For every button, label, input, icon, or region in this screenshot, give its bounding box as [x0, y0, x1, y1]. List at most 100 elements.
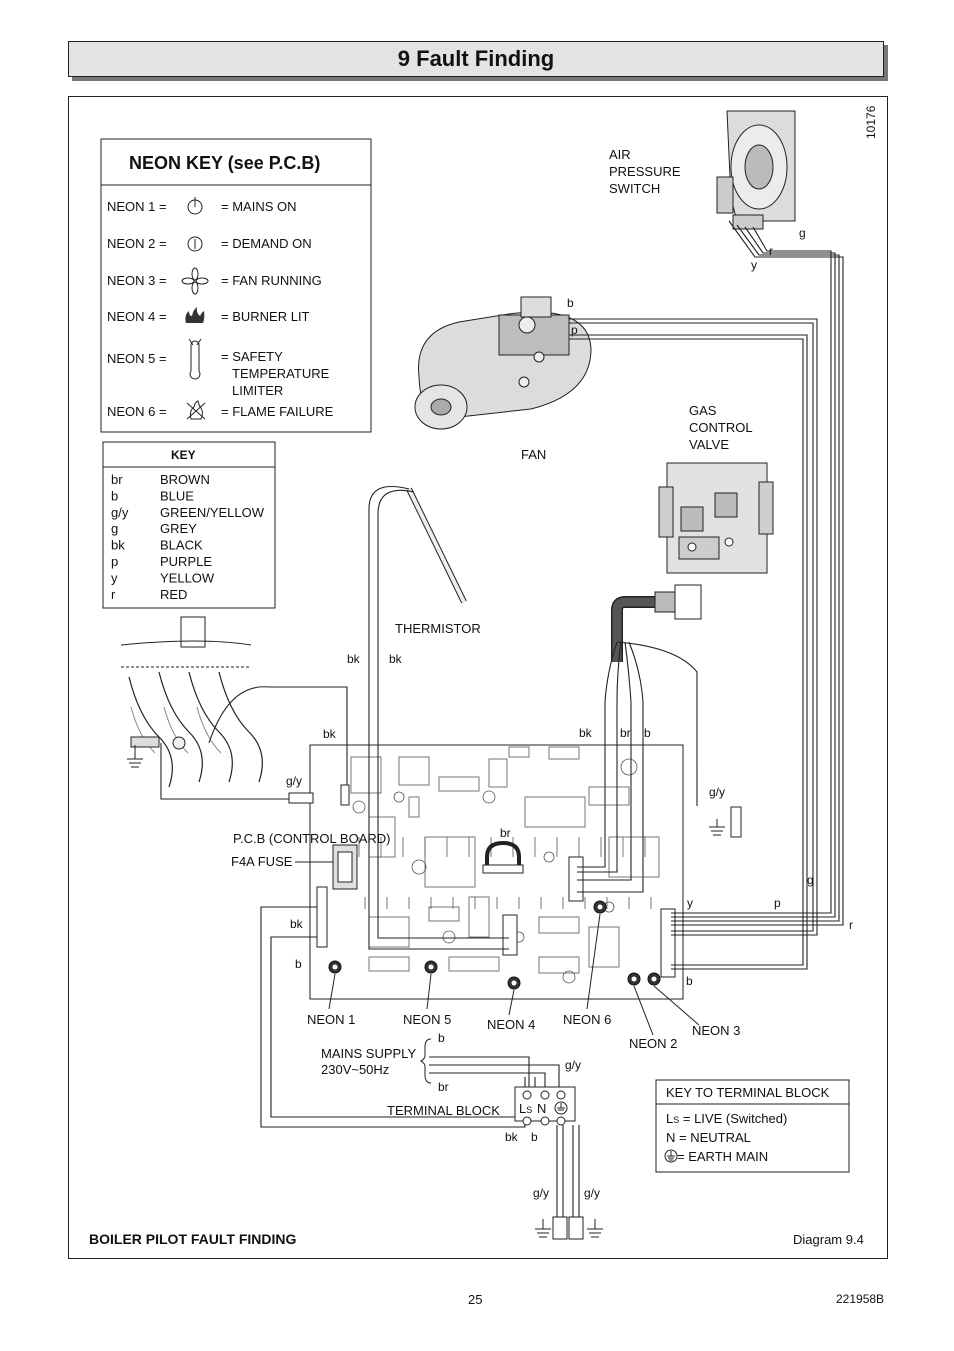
- tb-ls-sub: S: [526, 1105, 532, 1115]
- wire-label: g/y: [533, 1186, 549, 1200]
- wires-aps: [671, 220, 844, 926]
- wire-label: p: [571, 323, 578, 337]
- color-key-name: BLUE: [160, 488, 194, 503]
- earth-icon: [587, 1219, 603, 1238]
- terminal-key-ls: L: [666, 1111, 673, 1126]
- earth-icon: [664, 1149, 678, 1163]
- tb-n-label: N: [537, 1101, 546, 1116]
- color-key-name: RED: [160, 587, 187, 602]
- aps-label-3: SWITCH: [609, 181, 660, 196]
- color-key-code: b: [111, 488, 118, 503]
- color-key-code: p: [111, 554, 118, 569]
- color-key-code: bk: [111, 538, 125, 553]
- color-key-name: BROWN: [160, 472, 210, 487]
- color-key-name: BLACK: [160, 538, 203, 553]
- earth-icon: [127, 745, 143, 768]
- wire-label: g/y: [286, 774, 302, 788]
- pcb-label: P.C.B (CONTROL BOARD): [233, 831, 390, 846]
- wire-label: g/y: [565, 1058, 581, 1072]
- neon-key-box: NEON KEY (see P.C.B) NEON 1 = = MAINS ON…: [100, 138, 372, 433]
- neon-key-meaning: = FLAME FAILURE: [221, 404, 334, 419]
- fan-icon: [181, 267, 209, 295]
- wires-thermistor: [368, 485, 509, 950]
- color-key-name: GREY: [160, 521, 197, 536]
- doc-code: 221958B: [836, 1292, 885, 1306]
- wire-label: bk: [505, 1130, 519, 1144]
- neon-key-title: NEON KEY (see P.C.B): [129, 153, 320, 173]
- wire-label: b: [438, 1031, 445, 1045]
- wire-label: b: [644, 726, 651, 740]
- gas-control-valve: [658, 462, 774, 574]
- gas-valve-label-3: VALVE: [689, 437, 729, 452]
- neon-key-meaning-line2: TEMPERATURE: [232, 366, 330, 381]
- flame-icon: [185, 307, 205, 323]
- page-number: 25: [468, 1292, 483, 1307]
- wire-label: r: [849, 918, 853, 932]
- neon-key-label: NEON 3 =: [107, 273, 167, 288]
- color-key-code: br: [111, 472, 123, 487]
- neon-key-label: NEON 1 =: [107, 199, 167, 214]
- neon-key-meaning: = MAINS ON: [221, 199, 297, 214]
- terminal-block: LS N: [514, 1086, 576, 1126]
- earth-icon: [554, 1101, 568, 1115]
- thermometer-icon: [188, 338, 202, 380]
- section-title: 9 Fault Finding: [397, 46, 555, 71]
- svg-text:LS: LS: [519, 1101, 532, 1116]
- wiring-diagram: 10176 NEON KEY (see P.C.B) NEON 1 = = MA…: [89, 105, 878, 1247]
- wire-label: g/y: [584, 1186, 600, 1200]
- wire-label: b: [686, 974, 693, 988]
- aps-label-1: AIR: [609, 147, 631, 162]
- wire-label: br: [438, 1080, 449, 1094]
- neon-4-label: NEON 4: [487, 1017, 535, 1032]
- air-pressure-switch: [716, 110, 796, 230]
- neon-key-label: NEON 5 =: [107, 351, 167, 366]
- fuse-label: F4A FUSE: [231, 854, 293, 869]
- earth-icon: [535, 1219, 551, 1238]
- thermistor: [406, 487, 467, 604]
- wire-label: bk: [290, 917, 304, 931]
- tb-ls-label: L: [519, 1101, 526, 1116]
- flame-failure-icon: [186, 400, 206, 420]
- wire-label: b: [295, 957, 302, 971]
- color-key-name: PURPLE: [160, 554, 212, 569]
- terminal-key-ls-sub: S: [673, 1115, 679, 1125]
- fan-unit: [414, 296, 592, 430]
- neon-2-label: NEON 2: [629, 1036, 677, 1051]
- terminal-key-title: KEY TO TERMINAL BLOCK: [666, 1085, 830, 1100]
- neon-1-lamp: [328, 960, 342, 974]
- wire-label: p: [774, 896, 781, 910]
- color-key-code: y: [111, 570, 118, 585]
- svg-text:LS = LIVE (Switched): LS = LIVE (Switched): [666, 1111, 787, 1126]
- wire-label: g/y: [709, 785, 725, 799]
- neon-6-lamp: [593, 900, 607, 914]
- color-key-code: g: [111, 521, 118, 536]
- wire-label: g: [799, 226, 806, 240]
- wire-label: br: [500, 826, 511, 840]
- wire-label: bk: [579, 726, 593, 740]
- neon-key-meaning: = SAFETY: [221, 349, 283, 364]
- wire-label: b: [567, 296, 574, 310]
- wire-label: b: [531, 1130, 538, 1144]
- wire-label: y: [751, 258, 757, 272]
- wires-earth-bottom: [552, 1125, 584, 1240]
- neon-2-lamp: [627, 972, 641, 986]
- terminal-block-label: TERMINAL BLOCK: [387, 1103, 500, 1118]
- power-icon: [187, 197, 203, 215]
- neon-3-lamp: [647, 972, 661, 986]
- neon-key-label: NEON 4 =: [107, 309, 167, 324]
- mains-label-2: 230V~50Hz: [321, 1062, 389, 1077]
- color-key-name: GREEN/YELLOW: [160, 505, 265, 520]
- wire-label: y: [687, 896, 693, 910]
- neon-4-lamp: [507, 976, 521, 990]
- diagram-number: Diagram 9.4: [793, 1232, 864, 1247]
- earth-gv: [696, 766, 742, 838]
- neon-5-lamp: [424, 960, 438, 974]
- mains-label-1: MAINS SUPPLY: [321, 1046, 416, 1061]
- neon-5-label: NEON 5: [403, 1012, 451, 1027]
- wires-fan: [569, 318, 818, 970]
- gas-valve-label-2: CONTROL: [689, 420, 753, 435]
- neon-key-meaning: = DEMAND ON: [221, 236, 312, 251]
- color-key-title: KEY: [171, 448, 196, 462]
- burner-assembly: [120, 616, 263, 788]
